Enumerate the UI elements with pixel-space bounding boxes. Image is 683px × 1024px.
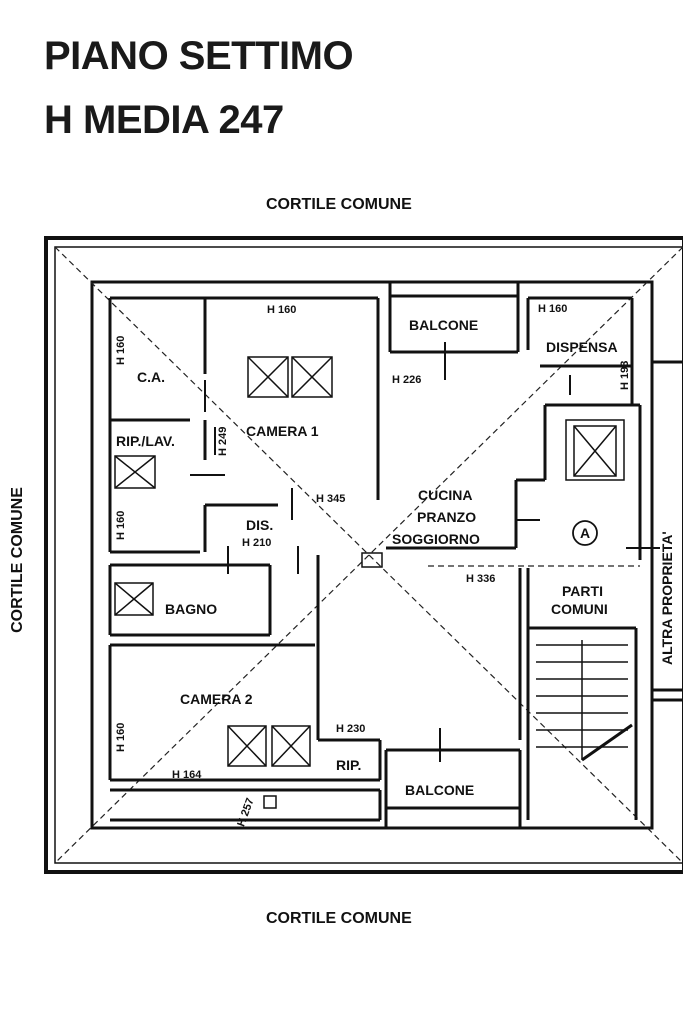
- interior-walls: [108, 282, 683, 828]
- height-h160-top: H 160: [267, 304, 296, 316]
- floor-title: PIANO SETTIMO: [44, 34, 354, 78]
- stair-treads: [536, 640, 633, 762]
- altra-proprieta: ALTRA PROPRIETA': [659, 531, 675, 665]
- height-h160-left: H 160: [115, 511, 127, 540]
- height-h160-ca: H 160: [115, 336, 127, 365]
- inner-frame: [54, 246, 683, 864]
- height-h257: H 257: [235, 797, 256, 829]
- height-h210: H 210: [242, 537, 271, 549]
- room-dis: DIS.: [246, 517, 273, 533]
- height-h249: H 249: [217, 427, 229, 456]
- room-parti-line1: PARTI: [562, 583, 603, 599]
- height-h345: H 345: [316, 493, 345, 505]
- label-bottom-courtyard: CORTILE COMUNE: [266, 910, 412, 927]
- marker-a-circle: [572, 520, 598, 546]
- room-cucina-line3: SOGGIORNO: [392, 531, 480, 547]
- room-balcone-bottom: BALCONE: [405, 782, 474, 798]
- height-h160-right: H 160: [538, 303, 567, 315]
- room-dispensa: DISPENSA: [546, 339, 618, 355]
- label-top-courtyard: CORTILE COMUNE: [266, 196, 412, 213]
- height-h164: H 164: [172, 769, 202, 781]
- room-balcone-top: BALCONE: [409, 317, 478, 333]
- room-parti-line2: COMUNI: [551, 601, 608, 617]
- door-marks: [190, 342, 660, 762]
- diagonal-lines: [54, 246, 683, 864]
- room-camera-2: CAMERA 2: [180, 691, 253, 707]
- outer-frame: [44, 236, 683, 874]
- room-rip: RIP.: [336, 757, 361, 773]
- marker-a-label: A: [580, 525, 590, 541]
- average-height: H MEDIA 247: [44, 98, 284, 142]
- room-cucina-line1: CUCINA: [418, 487, 472, 503]
- room-rip-lav: RIP./LAV.: [116, 433, 175, 449]
- room-ca: C.A.: [137, 369, 165, 385]
- height-h230: H 230: [336, 723, 365, 735]
- height-h336: H 336: [466, 573, 495, 585]
- height-h160-cam2: H 160: [115, 723, 127, 752]
- room-camera-1: CAMERA 1: [246, 423, 319, 439]
- room-cucina-line2: PRANZO: [417, 509, 476, 525]
- room-bagno: BAGNO: [165, 601, 217, 617]
- fixtures: [114, 356, 625, 809]
- height-h193: H 193: [619, 361, 631, 390]
- building-perimeter: [90, 280, 654, 830]
- height-h226: H 226: [392, 374, 421, 386]
